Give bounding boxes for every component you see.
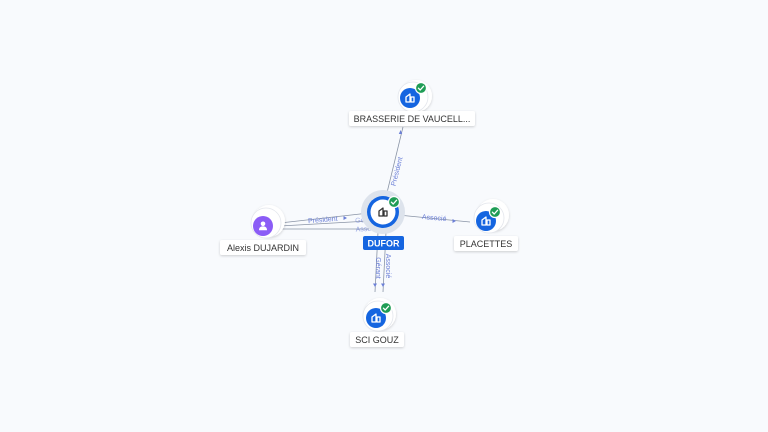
edge-label-alexis-2: Associé <box>355 225 380 233</box>
node-label-placettes: PLACETTES <box>460 239 513 249</box>
arrow-to-placettes <box>452 219 456 223</box>
node-label-alexis: Alexis DUJARDIN <box>227 243 299 253</box>
arrow-to-center-president <box>343 216 347 220</box>
node-label-brasserie: BRASSERIE DE VAUCELL... <box>354 114 471 124</box>
edge-center-placettes[interactable] <box>397 214 471 223</box>
edge-label-placettes: Associé <box>422 214 447 223</box>
verified-badge-icon <box>379 301 393 315</box>
verified-badge-icon <box>387 195 401 209</box>
node-alexis[interactable]: Alexis DUJARDIN <box>220 205 306 255</box>
center-label: DUFOR <box>368 239 400 249</box>
edge-alexis-center-2[interactable] <box>279 220 370 227</box>
node-placettes[interactable]: PLACETTES <box>454 199 518 251</box>
edge-arrows <box>343 130 456 287</box>
node-label-sci-gouz: SCI GOUZ <box>355 335 399 345</box>
node-brasserie[interactable]: BRASSERIE DE VAUCELL... <box>349 80 475 126</box>
edge-label-alexis-1: Président <box>308 216 338 226</box>
arrow-to-brasserie <box>398 130 403 134</box>
arrow-to-sci-gouz-2 <box>381 283 385 287</box>
edge-label-sci-gouz-2: Associé <box>384 254 391 279</box>
verified-badge-icon <box>414 81 428 95</box>
edge-alexis-center-1[interactable] <box>279 212 370 224</box>
person-icon <box>259 221 267 231</box>
edge-label-sci-gouz-1: Gérant <box>374 257 381 278</box>
node-sci-gouz[interactable]: SCI GOUZ <box>350 298 404 347</box>
center-label-box <box>363 236 404 250</box>
building-icon <box>378 207 388 217</box>
arrow-to-sci-gouz-1 <box>373 283 377 287</box>
node-center[interactable]: DUFOR <box>361 190 405 250</box>
verified-badge-icon <box>488 205 502 219</box>
edge-label-brasserie: Président <box>391 156 405 186</box>
